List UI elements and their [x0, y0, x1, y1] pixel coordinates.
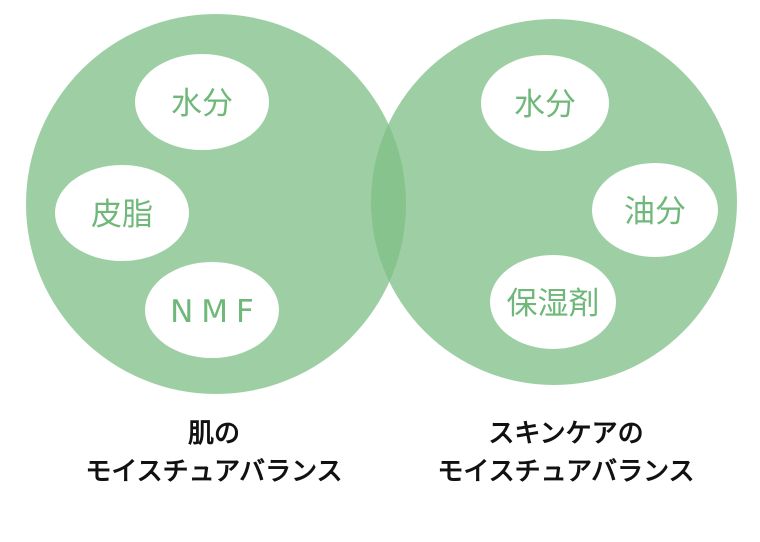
- right-caption-line1: スキンケアの: [488, 419, 644, 449]
- right-item-moisturizer: 保湿剤: [490, 255, 616, 349]
- left-item-sebum-label: 皮脂: [91, 197, 153, 233]
- right-caption: スキンケアの モイスチュアバランス: [406, 415, 726, 491]
- right-item-oil-bubble: [592, 163, 718, 257]
- left-item-sebum: 皮脂: [55, 165, 189, 261]
- left-item-water-label: 水分: [171, 86, 233, 122]
- left-caption: 肌の モイスチュアバランス: [54, 415, 374, 491]
- left-item-nmf-bubble: [145, 262, 279, 358]
- left-item-nmf-label: NMF: [170, 294, 262, 330]
- right-circle: [371, 19, 737, 385]
- left-circle: [26, 14, 406, 394]
- left-caption-line1: 肌の: [187, 419, 240, 449]
- right-item-water-bubble: [481, 55, 609, 151]
- right-item-water-label: 水分: [514, 87, 576, 123]
- right-caption-line2: モイスチュアバランス: [437, 457, 695, 487]
- left-item-water-bubble: [135, 54, 269, 150]
- left-item-nmf: NMF: [145, 262, 279, 358]
- right-item-oil: 油分: [592, 163, 718, 257]
- right-item-oil-label: 油分: [624, 194, 686, 230]
- right-item-moisturizer-bubble: [490, 255, 616, 349]
- right-item-moisturizer-label: 保湿剤: [507, 286, 600, 322]
- right-item-water: 水分: [481, 55, 609, 151]
- left-item-sebum-bubble: [55, 165, 189, 261]
- left-item-water: 水分: [135, 54, 269, 150]
- left-caption-line2: モイスチュアバランス: [85, 457, 343, 487]
